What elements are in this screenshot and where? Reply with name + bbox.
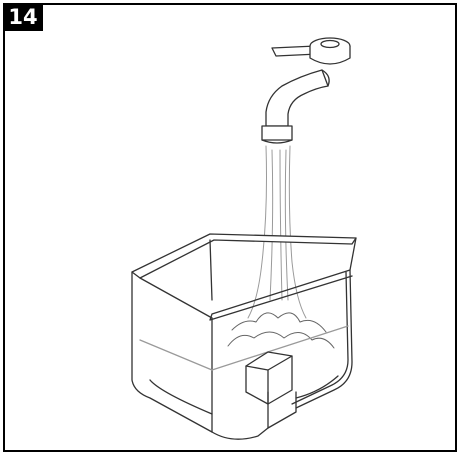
water-stream-icon <box>227 145 335 349</box>
water-tank-icon <box>131 233 357 440</box>
faucet-icon <box>261 37 351 144</box>
instruction-panel <box>3 3 457 452</box>
step-number-badge: 14 <box>3 3 43 31</box>
